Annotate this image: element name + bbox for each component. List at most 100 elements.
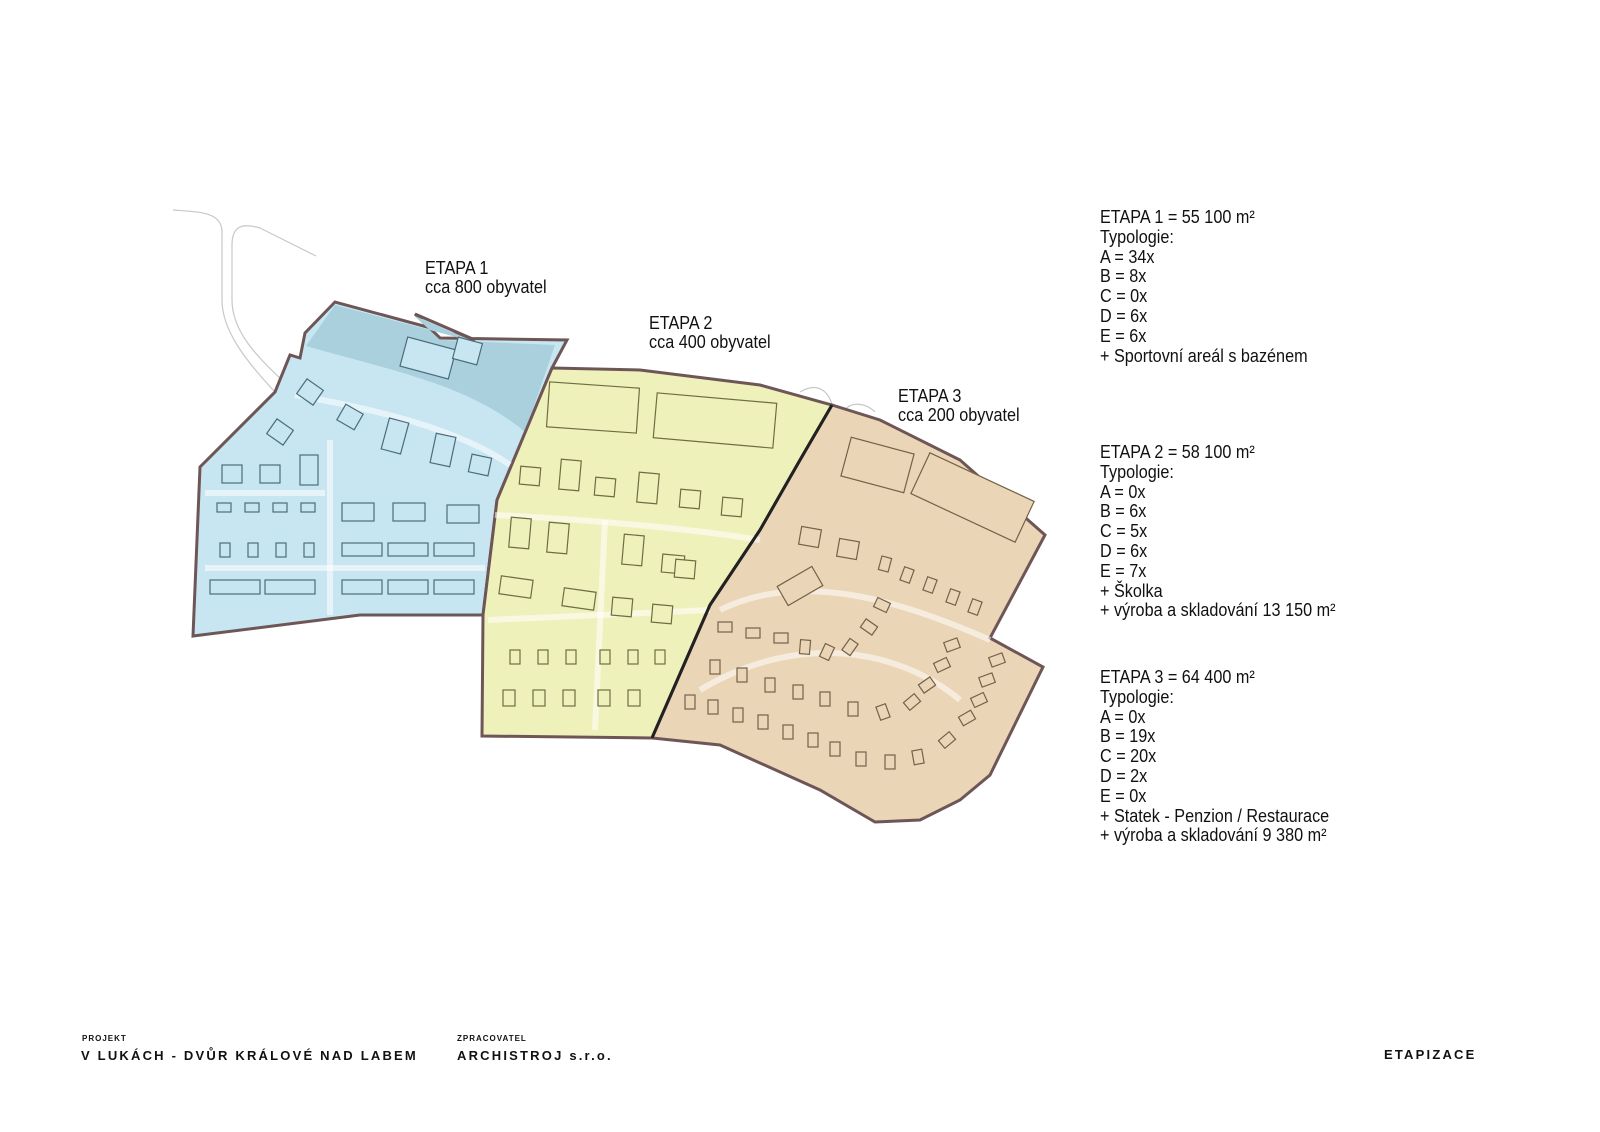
building (969, 691, 989, 709)
building (987, 652, 1007, 668)
building (272, 502, 288, 513)
building (259, 464, 281, 484)
building (627, 689, 641, 707)
building (446, 504, 480, 524)
stats-line: + Statek - Penzion / Restaurace (1100, 805, 1330, 826)
building (387, 579, 429, 595)
building (593, 476, 617, 498)
etapa-3-population: cca 200 obyvatel (898, 405, 1020, 425)
building (380, 417, 410, 455)
building (654, 649, 666, 665)
stats-heading: ETAPA 1 = 55 100 m² (1100, 207, 1255, 227)
stats-line: D = 6x (1100, 305, 1148, 326)
building (684, 694, 696, 710)
building (532, 689, 546, 707)
building (429, 432, 457, 468)
building (902, 692, 922, 712)
typology-label: Typologie: (1100, 461, 1174, 482)
building (433, 579, 475, 595)
stats-line: A = 0x (1100, 706, 1146, 727)
etapa-3-stats: ETAPA 3 = 64 400 m² Typologie: A = 0x B … (1100, 667, 1330, 846)
building (717, 621, 733, 633)
building (797, 525, 823, 549)
building (558, 458, 582, 492)
stats-line: C = 5x (1100, 521, 1148, 542)
building (709, 659, 721, 675)
building (732, 707, 744, 723)
building (392, 502, 426, 522)
building (636, 471, 660, 505)
building (509, 649, 521, 665)
building (508, 516, 532, 550)
stats-line: + Školka (1100, 580, 1163, 601)
building (911, 748, 925, 766)
building (303, 542, 315, 558)
etapa-2-title: ETAPA 2 (649, 313, 713, 333)
building (610, 596, 634, 618)
building (561, 587, 597, 611)
building (451, 336, 484, 366)
building (546, 521, 570, 555)
building (652, 392, 778, 449)
building (678, 488, 702, 510)
stats-heading: ETAPA 2 = 58 100 m² (1100, 442, 1255, 462)
building (433, 542, 475, 557)
building (387, 542, 429, 557)
building (299, 454, 319, 486)
building (922, 575, 938, 595)
building (545, 381, 641, 434)
building (792, 684, 804, 700)
building (899, 565, 915, 585)
building (957, 709, 977, 727)
typology-label: Typologie: (1100, 686, 1174, 707)
building (835, 537, 861, 561)
stats-line: A = 0x (1100, 481, 1146, 502)
building (336, 403, 364, 431)
building (264, 579, 316, 595)
access-road (172, 209, 276, 393)
stats-line: E = 0x (1100, 785, 1147, 806)
building (467, 453, 493, 477)
building (776, 565, 824, 607)
etapa-1-stats: ETAPA 1 = 55 100 m² Typologie: A = 34x B… (1100, 207, 1308, 366)
stats-line: C = 0x (1100, 286, 1148, 307)
building (884, 754, 896, 770)
etapa-1-label: ETAPA 1 cca 800 obyvatel (425, 259, 547, 297)
stats-line: D = 6x (1100, 540, 1148, 561)
access-road (231, 225, 317, 381)
building (673, 558, 697, 580)
building (219, 542, 231, 558)
stats-line: C = 20x (1100, 746, 1157, 767)
building (819, 691, 831, 707)
building (764, 677, 776, 693)
building (859, 618, 879, 636)
building (807, 732, 819, 748)
stats-line: + výroba a skladování 9 380 m² (1100, 825, 1327, 846)
stats-line: B = 8x (1100, 266, 1147, 287)
building (847, 701, 859, 717)
stats-line: E = 6x (1100, 325, 1147, 346)
stats-heading: ETAPA 3 = 64 400 m² (1100, 667, 1255, 687)
building (244, 502, 260, 513)
building (917, 676, 937, 694)
internal-roads (205, 392, 992, 731)
building (745, 627, 761, 639)
author-label: ZPRACOVATEL (457, 1034, 527, 1043)
building (872, 596, 892, 614)
building (840, 436, 915, 494)
building (910, 452, 1035, 543)
building (942, 637, 962, 653)
building (221, 464, 243, 484)
building (818, 642, 836, 662)
building (597, 689, 611, 707)
building (937, 730, 957, 750)
building (932, 656, 952, 674)
sheet-title: ETAPIZACE (1384, 1047, 1477, 1062)
etapa-3-label: ETAPA 3 cca 200 obyvatel (898, 387, 1020, 425)
stats-line: B = 6x (1100, 501, 1147, 522)
building (247, 542, 259, 558)
building (877, 555, 893, 573)
building (855, 751, 867, 767)
building (798, 638, 812, 656)
building (300, 502, 316, 513)
